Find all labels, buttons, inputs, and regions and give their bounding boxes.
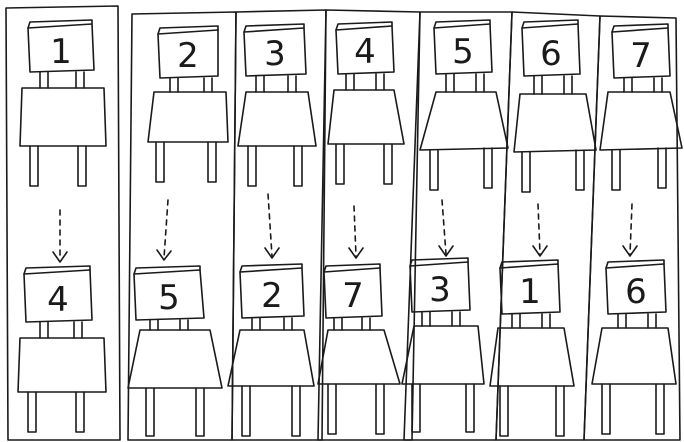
bottom-chair-number: 1 [519,272,541,312]
top-chair-number: 4 [354,32,376,72]
column-1 [18,20,106,432]
dashed-down-arrow-icon [268,194,272,256]
dashed-down-arrow-icon [630,204,632,254]
bottom-chair-number: 4 [47,280,69,320]
column-4 [318,22,404,434]
column-frame-6 [496,12,600,440]
dashed-down-arrow-icon [538,204,540,254]
column-frame-5 [404,12,512,440]
bottom-chair-number: 7 [342,276,364,316]
dashed-down-arrow-icon [164,200,168,258]
bottom-chair-number: 2 [261,276,283,316]
bottom-chair-number: 5 [158,278,180,318]
column-frame-4 [318,10,420,440]
top-chair-number: 2 [177,36,199,76]
column-2 [128,26,228,436]
top-chair-number: 6 [540,34,562,74]
column-7 [592,24,682,434]
bottom-chair-number: 6 [625,272,647,312]
dashed-down-arrow-icon [354,206,356,256]
column-3 [228,24,316,436]
top-chair-number: 5 [452,32,474,72]
top-chair-number: 7 [630,36,652,76]
top-chair-number: 3 [264,34,286,74]
bottom-chair-number: 3 [429,270,451,310]
top-chair-number: 1 [50,32,72,72]
column-6 [490,20,596,436]
dashed-down-arrow-icon [442,200,446,254]
